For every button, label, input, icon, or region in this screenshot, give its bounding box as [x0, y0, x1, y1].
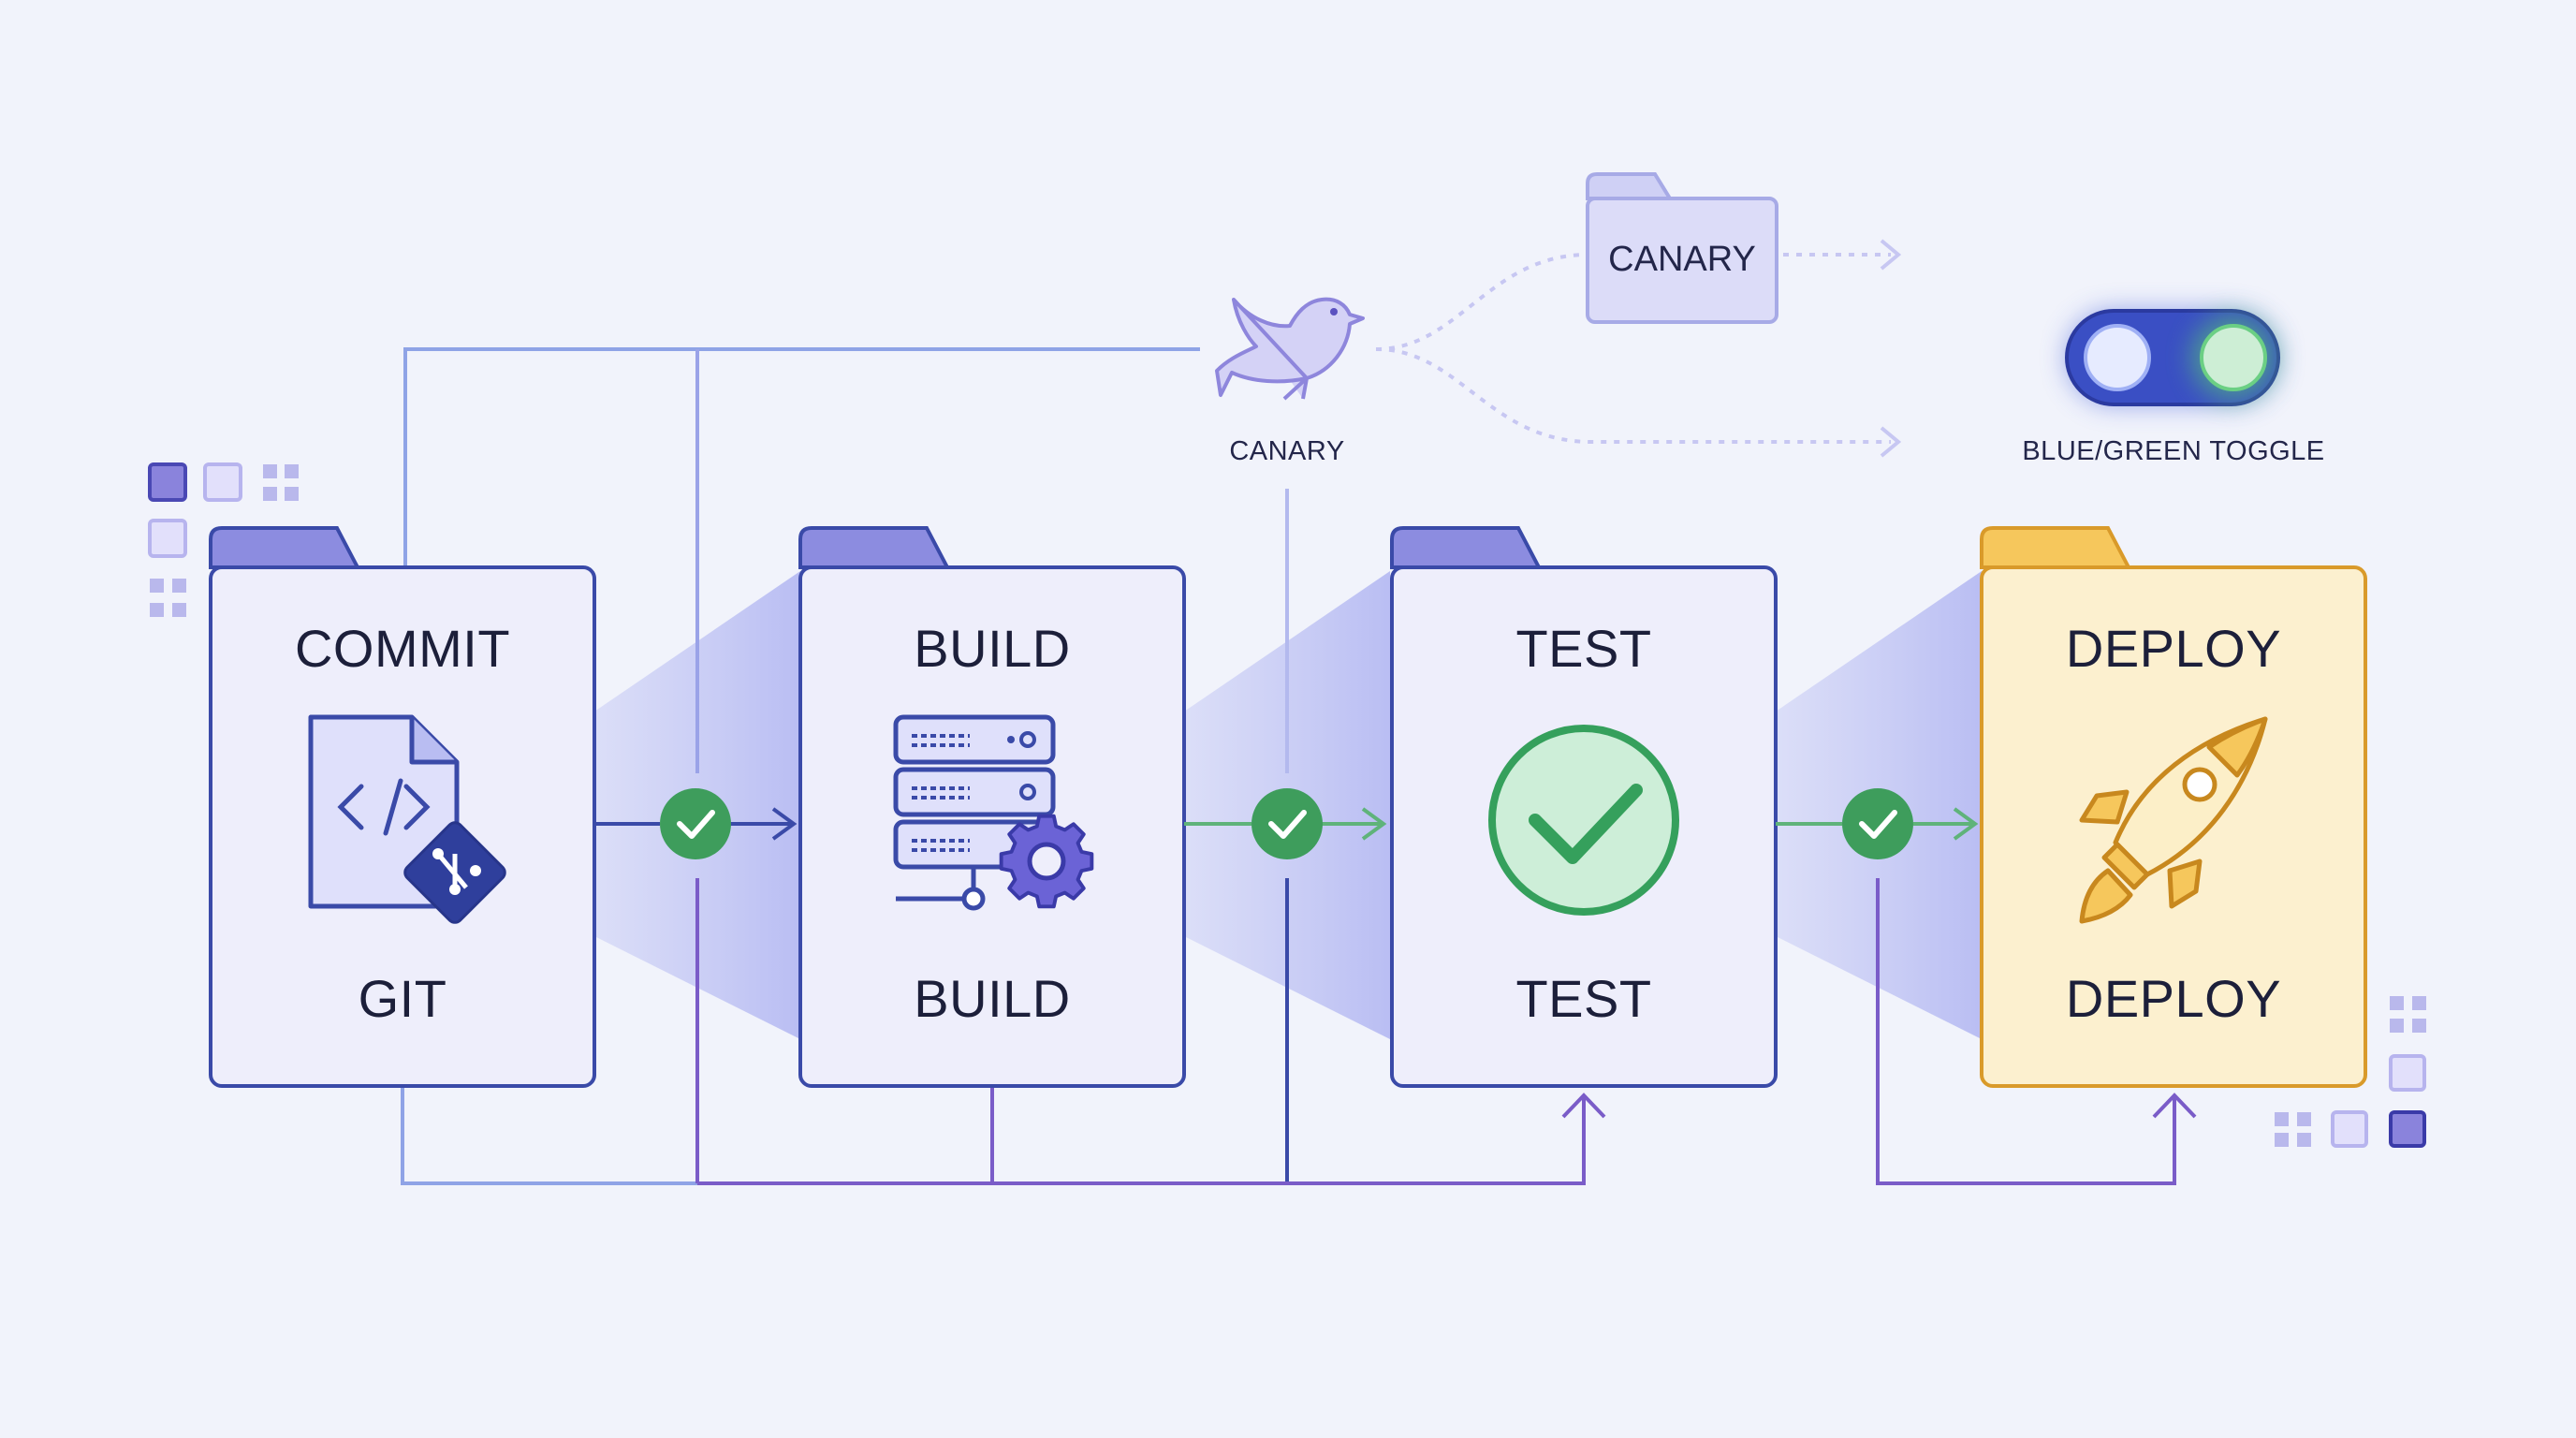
canary-dashed-paths	[1375, 252, 1891, 444]
connector-commit-build	[594, 807, 798, 841]
canary-arrowheads	[1880, 239, 1902, 458]
check-node-1	[660, 788, 731, 859]
stage-test-title: TEST	[1515, 619, 1652, 678]
canary-label: CANARY	[1229, 436, 1345, 466]
canary-folder-label: CANARY	[1608, 240, 1756, 279]
canary-folder	[1586, 172, 1778, 324]
stage-commit-subtitle: GIT	[358, 969, 447, 1028]
server-gear-icon	[893, 714, 1094, 911]
stage-test-subtitle: TEST	[1515, 969, 1652, 1028]
decorative-squares-right	[2275, 996, 2426, 1148]
routing-lines-bottom	[401, 878, 2197, 1185]
connector-build-test	[1184, 807, 1387, 841]
canary-bird-icon	[1215, 297, 1365, 401]
check-circle-icon	[1488, 725, 1679, 916]
stage-deploy-subtitle: DEPLOY	[2065, 969, 2282, 1028]
git-file-icon	[308, 714, 506, 924]
decorative-squares-left	[148, 462, 299, 617]
check-node-3	[1842, 788, 1913, 859]
rocket-icon	[2079, 716, 2268, 924]
check-node-2	[1251, 788, 1323, 859]
blue-green-toggle-label: BLUE/GREEN TOGGLE	[2022, 436, 2325, 466]
stage-build-title: BUILD	[914, 619, 1071, 678]
blue-green-toggle[interactable]	[2065, 309, 2280, 406]
connector-test-deploy	[1776, 807, 1979, 841]
stage-deploy-title: DEPLOY	[2065, 619, 2282, 678]
stage-build-subtitle: BUILD	[914, 969, 1071, 1028]
routing-lines-top	[403, 347, 1289, 773]
stage-commit-title: COMMIT	[294, 619, 511, 678]
